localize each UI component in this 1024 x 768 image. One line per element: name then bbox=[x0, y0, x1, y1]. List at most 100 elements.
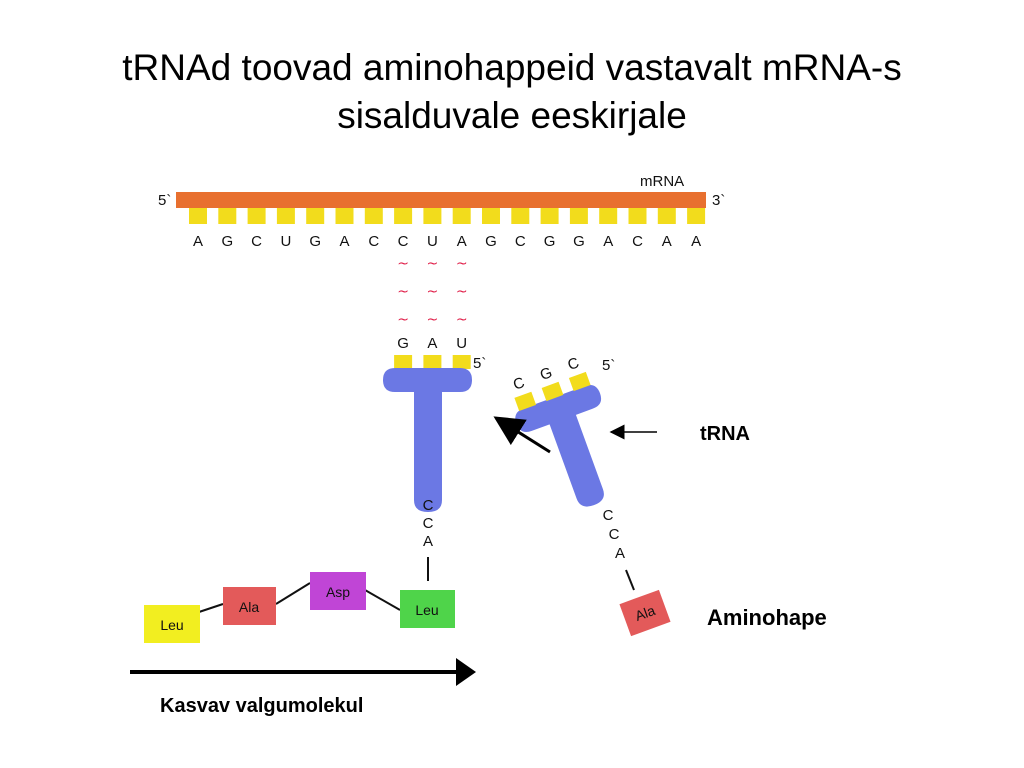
pairing-mark: ~ bbox=[456, 284, 468, 300]
move-arrow bbox=[493, 416, 551, 454]
mrna-base-tab bbox=[628, 208, 647, 224]
title-line-2: sisalduvale eeskirjale bbox=[337, 95, 687, 136]
mrna-base-tab bbox=[482, 208, 500, 224]
mrna-base-letter: A bbox=[662, 233, 672, 250]
mrna-base-tab bbox=[364, 208, 383, 224]
trna-right-tail-base: C bbox=[609, 526, 620, 543]
pairing-mark: ~ bbox=[427, 256, 439, 272]
chain-asp-label: Asp bbox=[326, 584, 350, 600]
chain-leu-1-box bbox=[144, 605, 200, 643]
trna-left-tail-base: A bbox=[423, 533, 433, 550]
free-ala-label: Ala bbox=[633, 602, 658, 624]
mrna-base-letter: C bbox=[368, 233, 379, 250]
mrna-base-tabs bbox=[189, 208, 706, 224]
mrna-base-letter: A bbox=[603, 233, 613, 250]
mrna-base-letter: C bbox=[251, 233, 262, 250]
mrna-base-letter: C bbox=[515, 233, 526, 250]
trna-left-cca-tail: CCA bbox=[423, 497, 434, 550]
mrna-base-letter: A bbox=[339, 233, 349, 250]
protein-chain: Leu Ala Asp Leu bbox=[144, 572, 455, 643]
mrna-base-letter: A bbox=[691, 233, 701, 250]
trna-label: tRNA bbox=[700, 423, 750, 445]
pairing-mark: ~ bbox=[427, 284, 439, 300]
trna-right-tail-base: A bbox=[615, 545, 625, 562]
mrna-base-letter: U bbox=[427, 233, 438, 250]
mrna-base-letter: C bbox=[398, 233, 409, 250]
mrna-base-tab bbox=[218, 208, 237, 224]
free-amino-acid: Ala bbox=[619, 589, 671, 637]
trna-right-anticodon-base: C bbox=[511, 374, 527, 394]
mrna-base-tab bbox=[452, 208, 471, 224]
mrna-base-tab bbox=[247, 208, 266, 224]
mrna-base-letter: G bbox=[573, 233, 585, 250]
trna-left-anticodon-base: U bbox=[456, 335, 467, 352]
trna-right-base-tabs bbox=[514, 371, 591, 412]
mrna-base-letter: A bbox=[193, 233, 203, 250]
trna-left-base-tabs bbox=[394, 355, 471, 369]
pairing-mark: ~ bbox=[456, 256, 468, 272]
trna-left-tail-base: C bbox=[423, 497, 434, 514]
chain-asp-box bbox=[310, 572, 366, 610]
trna-right-5-end: 5` bbox=[602, 357, 615, 374]
mrna-base-letter: A bbox=[457, 233, 467, 250]
trna-right-base-tab bbox=[568, 371, 591, 392]
kasvav-label: Kasvav valgumolekul bbox=[160, 695, 363, 717]
aminohape-label: Aminohape bbox=[707, 605, 827, 630]
mrna-base-letter: C bbox=[632, 233, 643, 250]
codon-pairing: ~~~~~~~~~ bbox=[397, 256, 467, 328]
pairing-mark: ~ bbox=[397, 312, 409, 328]
mrna-base-tab bbox=[511, 208, 530, 224]
mrna-base-letter: G bbox=[485, 233, 497, 250]
free-ala-box bbox=[619, 589, 671, 637]
trna-right-tail-base: C bbox=[603, 507, 614, 524]
chain-ala-label: Ala bbox=[239, 599, 259, 615]
bond-1 bbox=[198, 603, 224, 613]
trna-right-link bbox=[625, 569, 635, 591]
trna-left-base-tab bbox=[423, 355, 442, 369]
chain-leu-2-label: Leu bbox=[415, 602, 438, 618]
mrna-base-tab bbox=[687, 208, 706, 224]
growth-arrow-head bbox=[456, 658, 476, 686]
mrna-base-tab bbox=[657, 208, 676, 224]
mrna-base-letter: G bbox=[309, 233, 321, 250]
mrna-base-tab bbox=[394, 208, 413, 224]
slide-title: tRNAd toovad aminohappeid vastavalt mRNA… bbox=[0, 44, 1024, 140]
trna-left-base-tab bbox=[452, 355, 471, 369]
chain-leu-1-label: Leu bbox=[160, 617, 183, 633]
mrna-3-end: 3` bbox=[712, 192, 725, 209]
title-line-1: tRNAd toovad aminohappeid vastavalt mRNA… bbox=[122, 47, 902, 88]
trna-right-base-tab bbox=[514, 391, 537, 412]
mrna-base-tab bbox=[423, 208, 442, 224]
mrna-base-letter: U bbox=[280, 233, 291, 250]
mrna-label: mRNA bbox=[640, 173, 684, 190]
pairing-mark: ~ bbox=[456, 312, 468, 328]
trna-right-cca-tail: CCA bbox=[603, 507, 625, 562]
chain-ala-box bbox=[223, 587, 276, 625]
pairing-mark: ~ bbox=[397, 284, 409, 300]
mrna-base-letter: G bbox=[221, 233, 233, 250]
pairing-mark: ~ bbox=[397, 256, 409, 272]
mrna-base-tab bbox=[540, 208, 559, 224]
trna-right-base-tab bbox=[541, 381, 564, 402]
trna-right-anticodon-base: G bbox=[538, 364, 555, 384]
mrna-base-tab bbox=[276, 208, 295, 224]
trna-right-body bbox=[515, 385, 604, 507]
trna-left-tail-base: C bbox=[423, 515, 434, 532]
trna-left-base-tab bbox=[394, 355, 413, 369]
mrna-strand bbox=[176, 192, 706, 208]
mrna-base-tab bbox=[599, 208, 618, 224]
trna-left-5-end: 5` bbox=[473, 355, 486, 372]
bond-2 bbox=[275, 582, 311, 605]
chain-leu-2-box bbox=[400, 590, 455, 628]
mrna-5-end: 5` bbox=[158, 192, 171, 209]
trna-left-anticodon-base: G bbox=[397, 335, 409, 352]
trna-right-anticodon-base: C bbox=[565, 354, 581, 374]
mrna-base-tab bbox=[189, 208, 207, 224]
mrna-base-tab bbox=[569, 208, 588, 224]
